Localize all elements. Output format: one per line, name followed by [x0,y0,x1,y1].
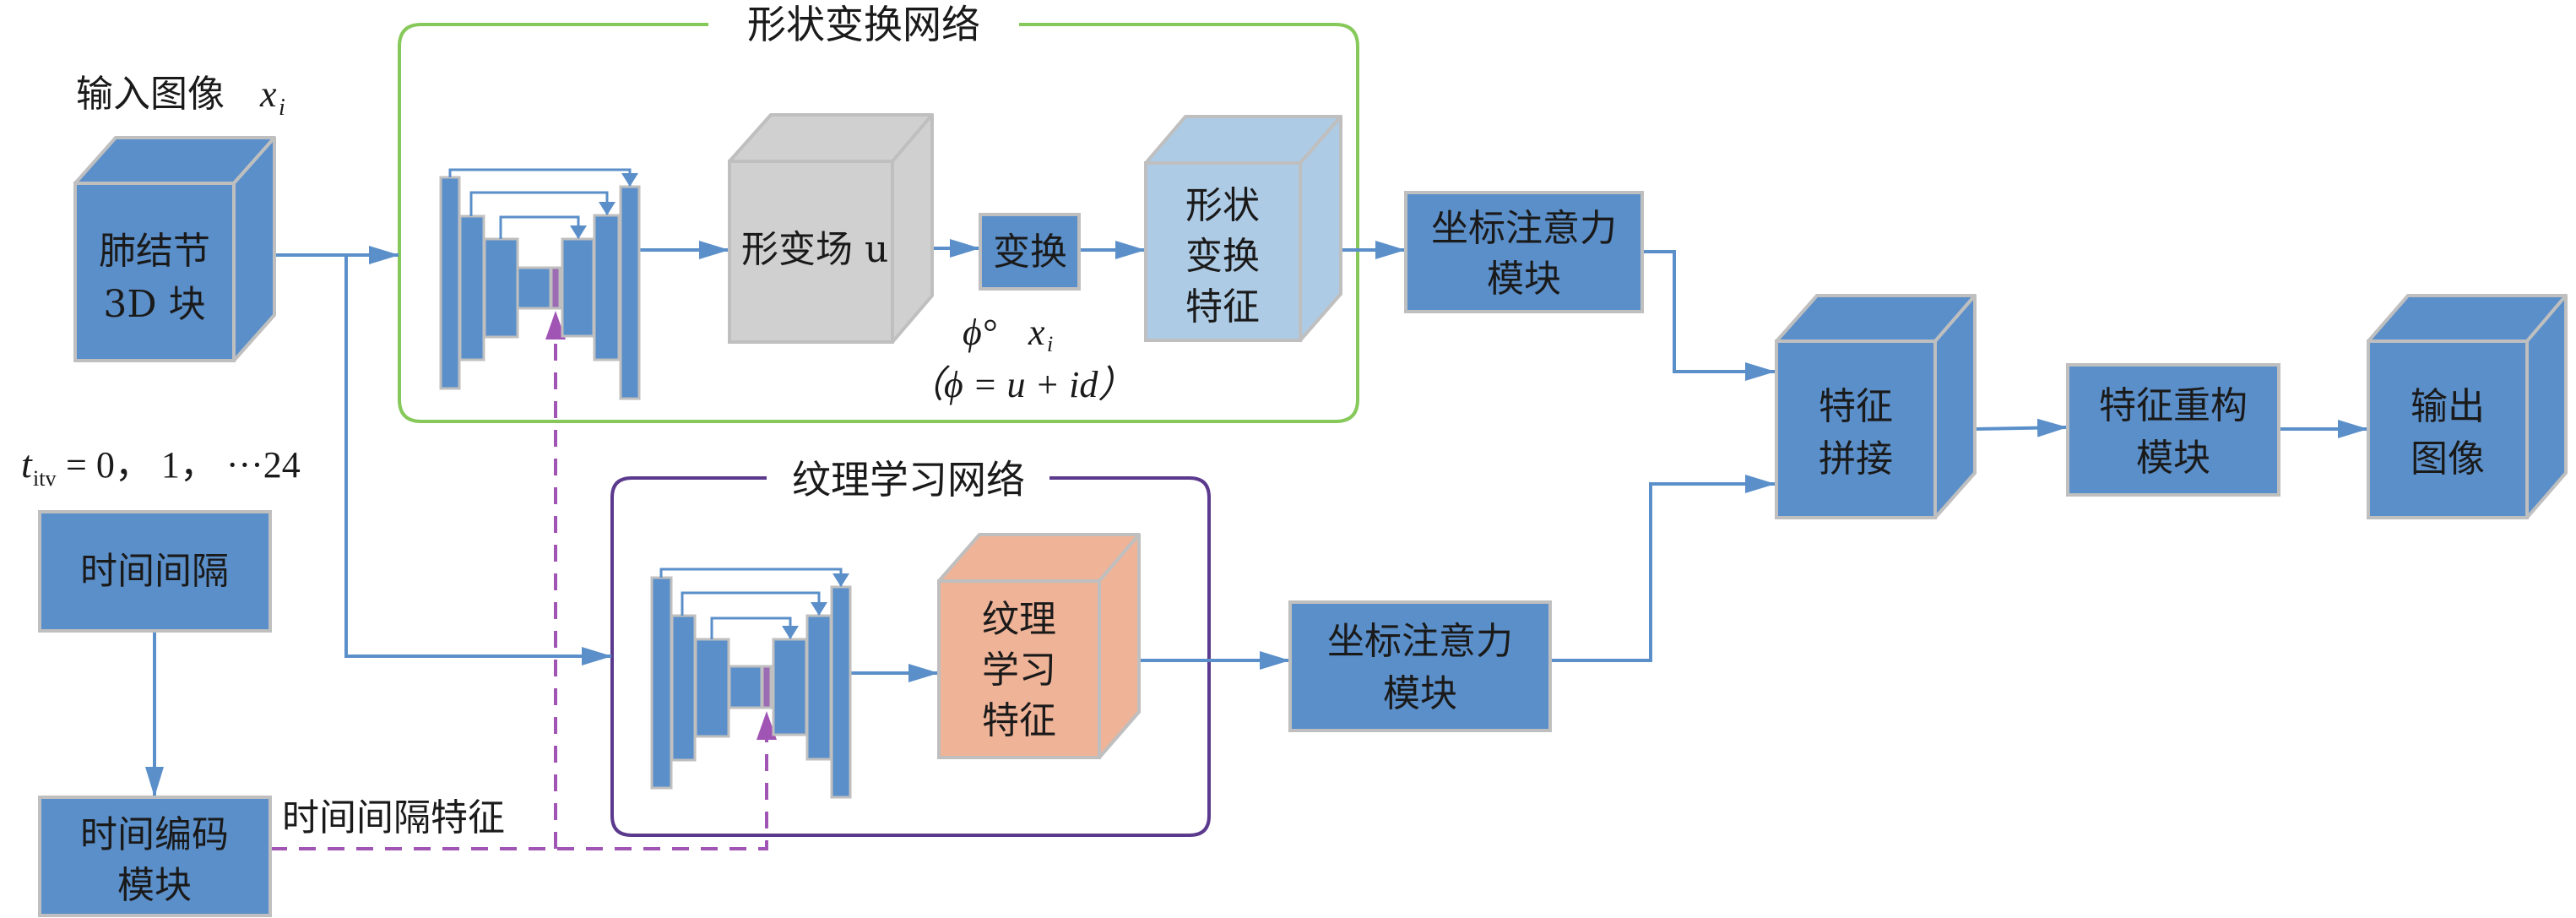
formula-phi-definition: （ϕ = u + id） [907,364,1135,405]
unet1-dec-3 [561,237,595,338]
unet2-dec-2 [805,614,832,761]
input-cube-line1: 肺结节 [99,230,210,273]
time-interval-label-text: 时间间隔 [80,550,229,593]
feature-concat-cube: 特征 拼接 [1775,294,1977,519]
transform-formula: ϕ° x i （ϕ = u + id） [907,312,1135,405]
transform-module: 变换 [979,213,1081,291]
time-encoding-line1: 时间编码 [80,813,229,856]
shape-network-border [398,23,1359,423]
output-line2: 图像 [2411,437,2485,481]
shape-network-group: 形状变换网络 [398,2,1359,423]
unet2-dec-1 [830,585,852,799]
input-label-var: x [259,73,277,115]
texture-network-group: 纹理学习网络 [610,457,1211,837]
coord-attention-1-line2: 模块 [1487,258,1561,301]
time-encoding-module: 时间编码 模块 [38,796,272,917]
dashed-arrowhead-unet2 [757,711,777,740]
arrow-ca2-to-concat [1550,475,1776,662]
input-cube: 肺结节 3D 块 [73,136,276,362]
unet-texture [650,568,852,799]
unet2-time-injection [761,665,773,709]
coord-attention-1-line1: 坐标注意力 [1431,207,1617,250]
t-itv-var: t [21,443,33,486]
unet1-time-injection [550,266,561,310]
unet2-enc-2 [670,614,697,762]
shape-feature-line3: 特征 [1185,285,1260,329]
concat-line2: 拼接 [1819,437,1893,481]
unet1-skip-outer [448,168,638,187]
coord-attention-module-1: 坐标注意力 模块 [1404,191,1644,313]
deformation-field-label: 形变场 u [741,228,888,271]
formula-x-sub: i [1047,332,1053,356]
feature-reconstruct-module: 特征重构 模块 [2066,363,2280,497]
texture-network-border [610,476,1211,837]
arrow-concat-to-reconstruct [1975,418,2068,437]
texture-network-title: 纹理学习网络 [792,457,1025,502]
unet1-enc-1 [439,176,461,390]
unet2-skip-outer [659,568,849,587]
unet1-dec-1 [619,185,641,400]
time-interval-label: t itv = 0， 1， ···24 [21,443,301,491]
unet1-skip-inner [499,215,587,239]
unet2-skip-inner [710,617,799,639]
unet1-dec-2 [593,214,621,361]
texture-feature-line3: 特征 [982,699,1056,742]
input-label: 输入图像 x i [76,73,285,121]
time-feature-connectors [270,311,777,850]
unet1-skip-mid [469,191,616,216]
formula-phi-compose: ϕ° [963,312,996,353]
texture-feature-line2: 学习 [982,649,1056,692]
unet2-enc-1 [650,576,673,790]
time-interval-feature-label: 时间间隔特征 [282,796,505,839]
input-label-sub: i [279,95,285,121]
texture-feature-cube: 纹理 学习 特征 [937,533,1141,759]
unet2-bottleneck [728,665,763,709]
unet1-enc-2 [458,215,485,361]
deformation-field-cube: 形变场 u [728,113,934,344]
input-label-text: 输入图像 [76,73,225,116]
arrow-ca1-to-concat [1642,250,1776,381]
unet2-dec-3 [772,638,808,736]
output-cube: 输出 图像 [2367,294,2568,519]
shape-feature-line1: 形状 [1185,184,1260,227]
connectors [145,239,2368,797]
formula-x: x [1028,312,1045,353]
shape-feature-line2: 变换 [1185,235,1260,278]
shape-feature-cube: 形状 变换 特征 [1144,115,1342,342]
coord-attention-2-line2: 模块 [1383,672,1457,715]
unet2-enc-3 [694,638,730,738]
output-line1: 输出 [2411,385,2485,428]
time-interval-box: 时间间隔 [38,510,272,633]
unet-shape [439,168,641,400]
concat-line1: 特征 [1819,385,1893,428]
dashed-arrowhead-unet1 [545,311,566,339]
input-cube-line2: 3D 块 [103,283,205,326]
time-encoding-line2: 模块 [117,864,192,907]
texture-feature-line1: 纹理 [982,598,1056,641]
reconstruct-line2: 模块 [2136,437,2210,480]
unet1-enc-3 [483,237,519,339]
coord-attention-module-2: 坐标注意力 模块 [1288,600,1552,732]
dashed-time-to-unet2 [270,714,768,850]
t-itv-values: = 0， 1， ···24 [66,444,301,486]
shape-network-title: 形状变换网络 [747,2,980,47]
arrow-input-to-texture-net [344,255,612,665]
transform-label: 变换 [993,231,1067,274]
t-itv-sub: itv [33,466,56,491]
reconstruct-line1: 特征重构 [2099,384,2248,427]
unet2-skip-mid [681,591,827,616]
unet1-bottleneck [516,266,552,310]
coord-attention-2-line1: 坐标注意力 [1327,620,1513,663]
